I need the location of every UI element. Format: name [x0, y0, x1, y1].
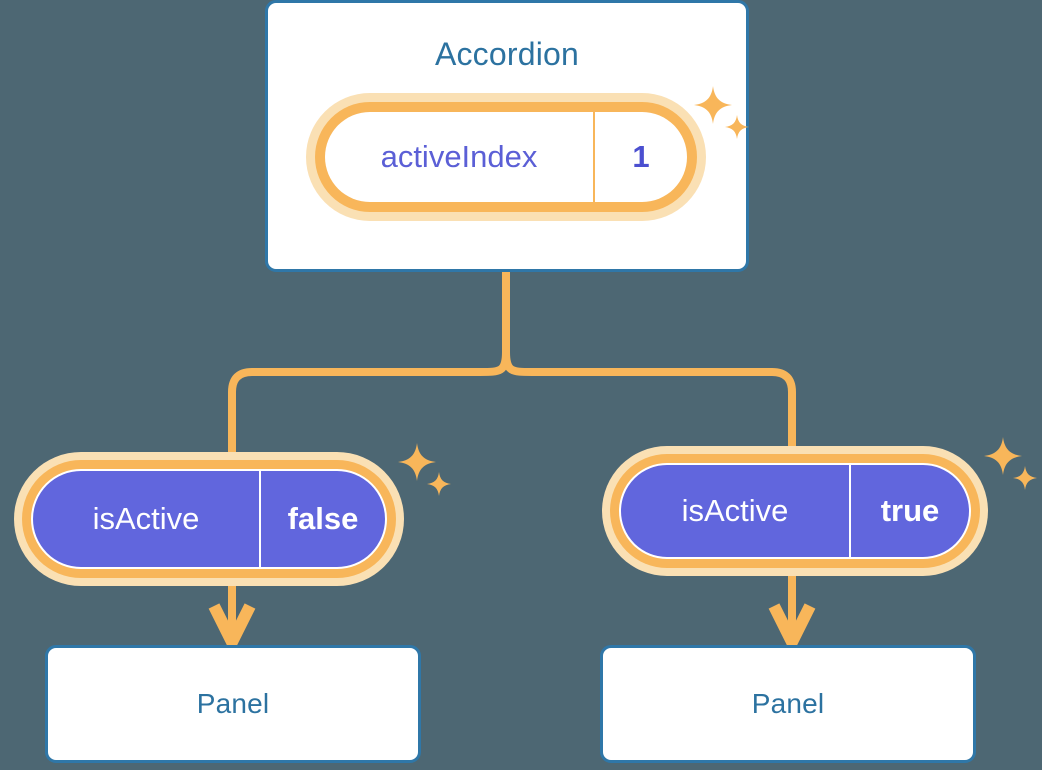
sparkle-icon [984, 437, 1022, 475]
sparkle-icon [1013, 466, 1037, 490]
component-card-panel-left[interactable]: Panel [45, 645, 421, 763]
sparkle-icon [725, 115, 749, 139]
component-card-panel-right[interactable]: Panel [600, 645, 976, 763]
connector-branch-left [228, 351, 510, 452]
sparkle-group-root [694, 86, 756, 150]
pill-body: activeIndex 1 [325, 112, 687, 202]
state-value-label: 1 [593, 112, 687, 202]
state-value-label: false [259, 471, 385, 567]
state-pill-active-index[interactable]: activeIndex 1 [306, 93, 706, 221]
panel-title: Panel [196, 688, 270, 719]
sparkle-icon [694, 86, 732, 124]
sparkle-icon [398, 443, 436, 481]
page-title: Accordion [434, 36, 580, 72]
state-key-label: isActive [92, 501, 200, 536]
arrow-down-icon-left [208, 603, 256, 656]
panel-title: Panel [751, 688, 825, 719]
state-pill-is-active-false[interactable]: isActive false [14, 452, 404, 586]
sparkle-group-right [984, 437, 1040, 497]
pill-body: isActive true [619, 463, 971, 559]
state-key-label: activeIndex [380, 139, 538, 174]
state-value-label: true [849, 465, 969, 557]
pill-body: isActive false [31, 469, 387, 569]
state-key-label: isActive [681, 493, 789, 528]
arrow-down-icon-right [768, 603, 816, 656]
state-pill-is-active-true[interactable]: isActive true [602, 446, 988, 576]
sparkle-icon [427, 472, 451, 496]
connector-branch-right [502, 351, 796, 446]
sparkle-group-left [398, 443, 454, 503]
